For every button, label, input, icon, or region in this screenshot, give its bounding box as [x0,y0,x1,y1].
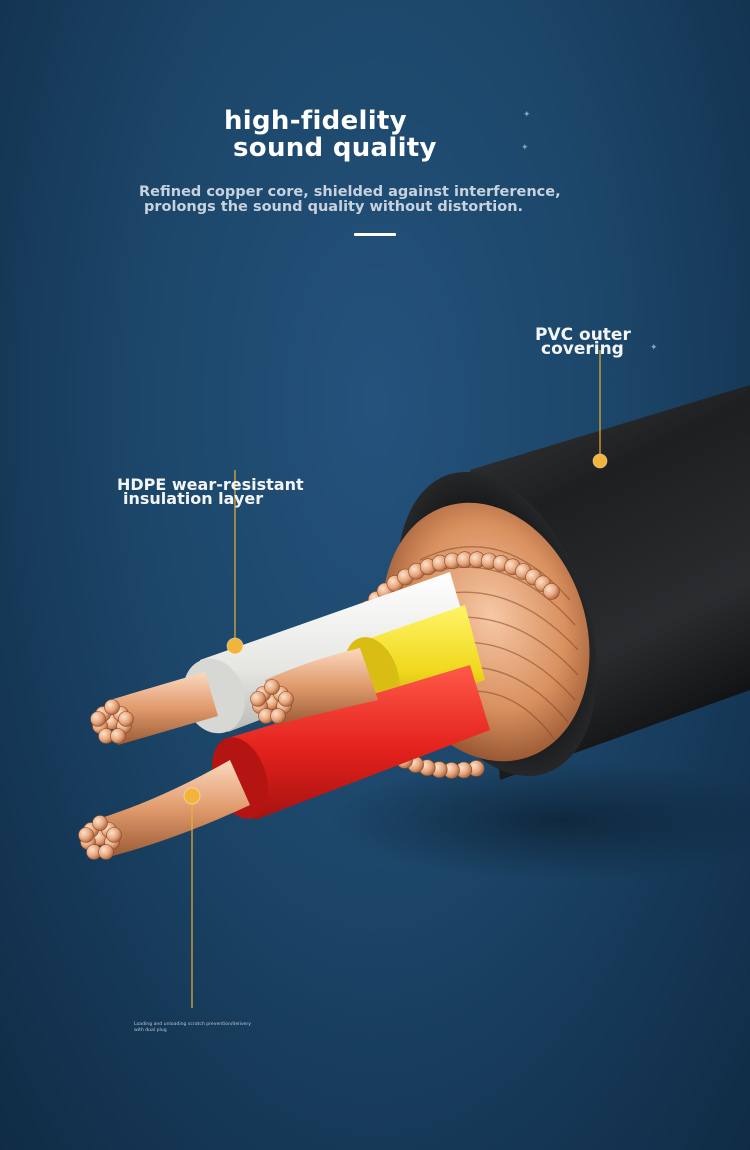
footnote-line-2: with dual plug [134,1027,167,1033]
sparkle-decoration: ✦ [650,343,658,353]
callout-hdpe-line-2: insulation layer [123,489,264,508]
callout-hdpe-line-1: HDPE wear-resistant [117,475,304,494]
subtitle-line-2: prolongs the sound quality without disto… [144,199,524,215]
footnote-caption: Loading and unloading scratch prevention… [134,1022,264,1033]
callout-pvc-line-2: covering [541,339,624,359]
title-line-2: sound quality [233,133,437,163]
sparkle-decoration: ✦ [521,143,529,153]
callout-pvc-outer-covering: PVC outer covering [535,325,631,359]
callout-pvc-line-1: PVC outer [535,325,631,345]
title-divider [354,233,396,236]
callout-dot-core [183,787,201,805]
page-title: high-fidelity sound quality [224,108,437,162]
footnote-line-1: Loading and unloading scratch prevention… [134,1022,251,1027]
callout-hdpe-insulation: HDPE wear-resistant insulation layer [117,475,304,508]
callout-dot-pvc [592,453,608,469]
title-line-1: high-fidelity [224,106,407,136]
sparkle-decoration: ✦ [523,110,531,120]
page-subtitle: Refined copper core, shielded against in… [139,185,561,215]
callout-dot-hdpe [226,637,244,655]
subtitle-line-1: Refined copper core, shielded against in… [139,184,561,200]
